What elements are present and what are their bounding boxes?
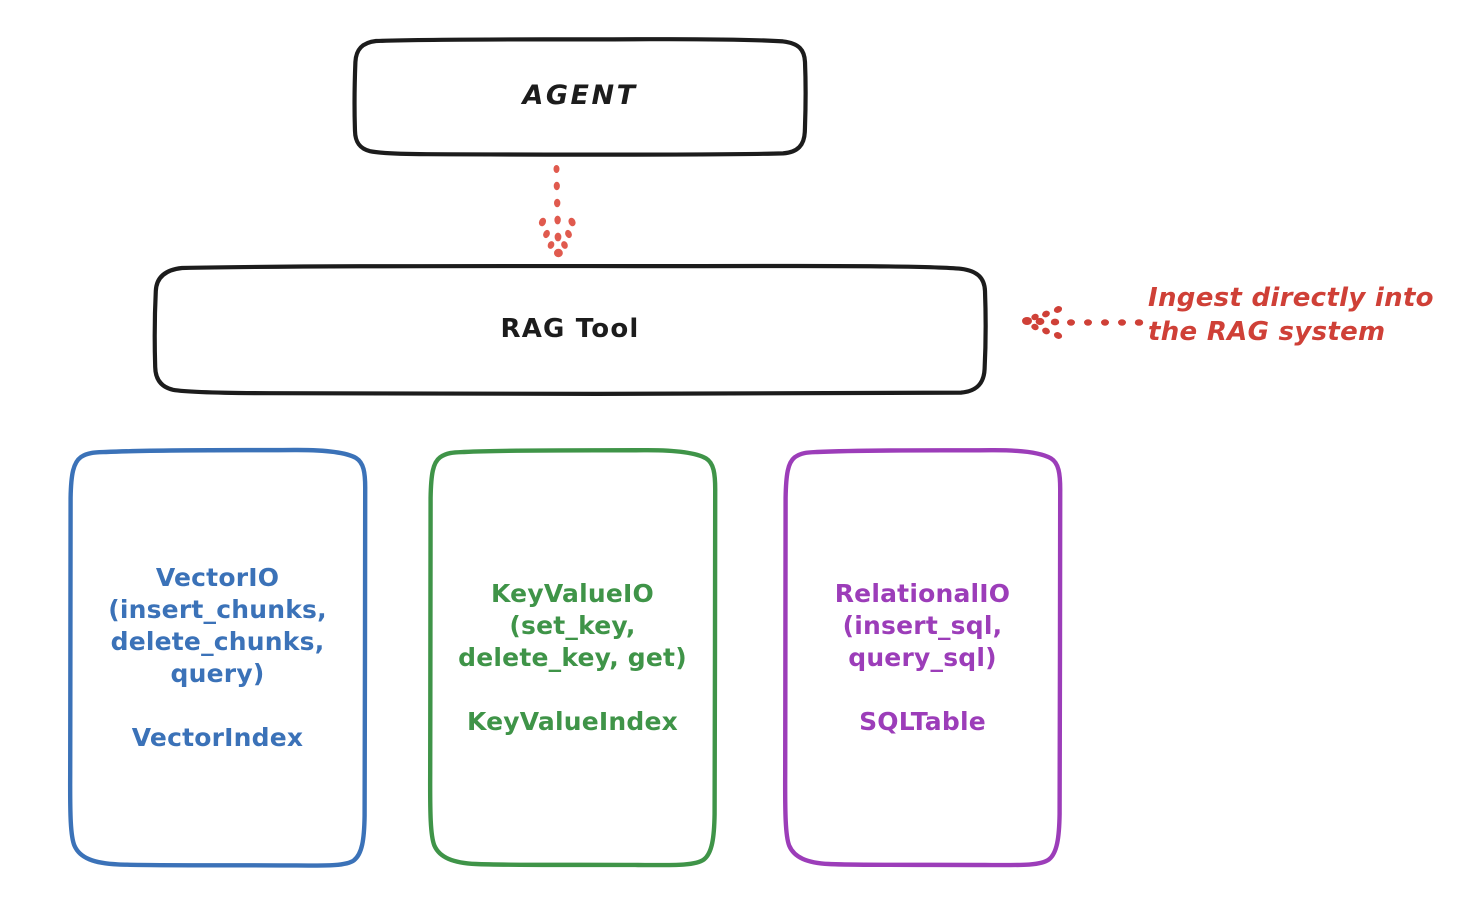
node-vector-io[interactable]: VectorIO (insert_chunks, delete_chunks, … (67, 447, 368, 868)
node-relational-io-label: RelationalIO (insert_sql, query_sql) SQL… (834, 578, 1011, 736)
annotation-ingest-label: Ingest directly into the RAG system (1148, 283, 1434, 348)
node-rag-tool[interactable]: RAG Tool (152, 263, 988, 396)
node-rag-tool-label: RAG Tool (500, 313, 640, 344)
edge-agent-to-rag-tool (538, 165, 576, 258)
node-agent[interactable]: AGENT (352, 37, 808, 157)
edge-ingest-to-rag-tool (1022, 306, 1144, 339)
node-key-value-io-label: KeyValueIO (set_key, delete_key, get) Ke… (458, 578, 687, 736)
node-key-value-io[interactable]: KeyValueIO (set_key, delete_key, get) Ke… (427, 447, 718, 868)
node-vector-io-label: VectorIO (insert_chunks, delete_chunks, … (108, 562, 327, 752)
node-agent-label: AGENT (522, 80, 638, 112)
node-relational-io[interactable]: RelationalIO (insert_sql, query_sql) SQL… (782, 447, 1063, 868)
